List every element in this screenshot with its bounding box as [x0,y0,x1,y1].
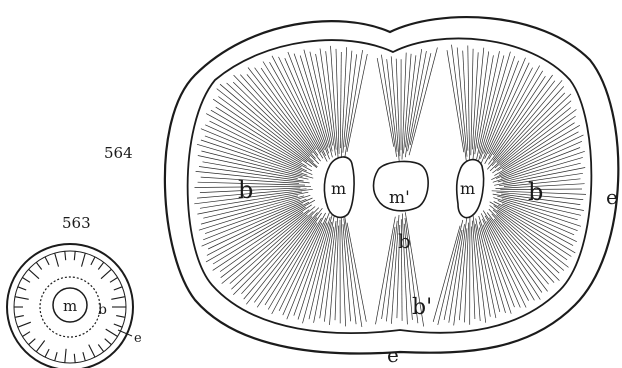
hatch-line [248,68,321,162]
hatch-line [468,46,470,162]
ring-mark [116,316,125,318]
fig563-label-pith: m [63,297,77,315]
hatch-line [465,223,469,323]
fig564-label-pith-center: m' [389,188,410,208]
ring-mark [55,352,57,361]
ring-mark [74,354,75,363]
ring-mark [36,341,44,352]
ring-mark [111,297,125,300]
hatch-line [495,101,571,168]
ring-mark [114,324,122,327]
ring-mark [89,345,95,358]
hatch-line [340,52,341,148]
fig563-label-epidermis: e [134,331,142,346]
hatch-line [494,202,577,242]
hatch-line [199,195,310,230]
ring-mark [74,251,75,260]
figure-564: 564 m' m m b b b b' e e [104,17,618,367]
ring-mark [98,345,103,352]
ring-mark [65,251,66,260]
hatch-line [316,54,333,145]
figure-563: 563 m b e [7,214,142,368]
ring-mark [15,297,29,300]
hatch-line [497,93,565,163]
fig564-label-epidermis-right: e [606,185,618,209]
ring-mark [15,316,24,318]
fig564-label-bundle-left: b [238,176,253,204]
hatch-line [294,54,329,154]
ring-mark [82,253,86,267]
hatch-line [447,50,464,152]
fig563-number: 563 [62,214,91,232]
hatch-line [309,222,332,319]
ring-mark [18,322,31,327]
hatch-line [344,218,356,324]
hatch-line [459,228,467,320]
fig564-number: 564 [104,144,133,162]
hatch-line [452,45,467,163]
fig564-label-pith-left: m [331,179,346,198]
hatch-line [485,66,540,164]
ring-mark [91,257,95,265]
hatch-line [410,53,431,145]
ring-mark [45,349,49,357]
ring-mark [98,262,103,269]
ring-mark [105,339,112,345]
hatch-line [494,125,579,175]
hatch-line [221,210,310,278]
hatch-line [396,59,400,157]
ring-mark [83,352,85,361]
hatch-line [479,216,512,314]
hatch-line [405,49,421,157]
hatch-line [201,129,312,175]
ring-mark [36,262,41,269]
fig564-label-bundle-lower: b' [412,295,432,320]
ring-mark [110,278,118,283]
hatch-line [487,80,562,169]
ring-mark [22,278,30,283]
ring-mark [45,257,49,265]
fig564-label-pith-right: m [460,179,475,198]
hatch-line [255,68,318,156]
hatch-line [218,97,307,162]
fig564-label-epidermis-bottom: e [387,343,399,367]
hatch-line [335,226,339,321]
hatch-line [343,224,351,321]
ring-mark [29,339,36,345]
ring-mark [101,269,111,278]
hatch-line [213,99,312,167]
ring-mark [29,269,39,278]
hatch-line [494,206,572,257]
ring-mark [106,329,118,336]
fig564-label-bundle-right: b [528,178,543,206]
hatch-line [438,220,463,325]
ring-mark [22,332,30,337]
hatch-line [381,55,396,157]
hatch-line [211,110,307,166]
ring-mark [65,349,66,363]
fig563-label-bundle: b [98,302,107,318]
hatch-line [300,56,328,148]
hatch-line [207,202,309,255]
hatch-line [444,230,462,320]
hatch-line [409,48,437,156]
ring-mark [55,253,59,267]
ring-mark [114,287,122,290]
hatch-line [471,227,475,320]
ring-mark [18,287,26,290]
fig564-label-bundle-mid: b [398,229,411,253]
